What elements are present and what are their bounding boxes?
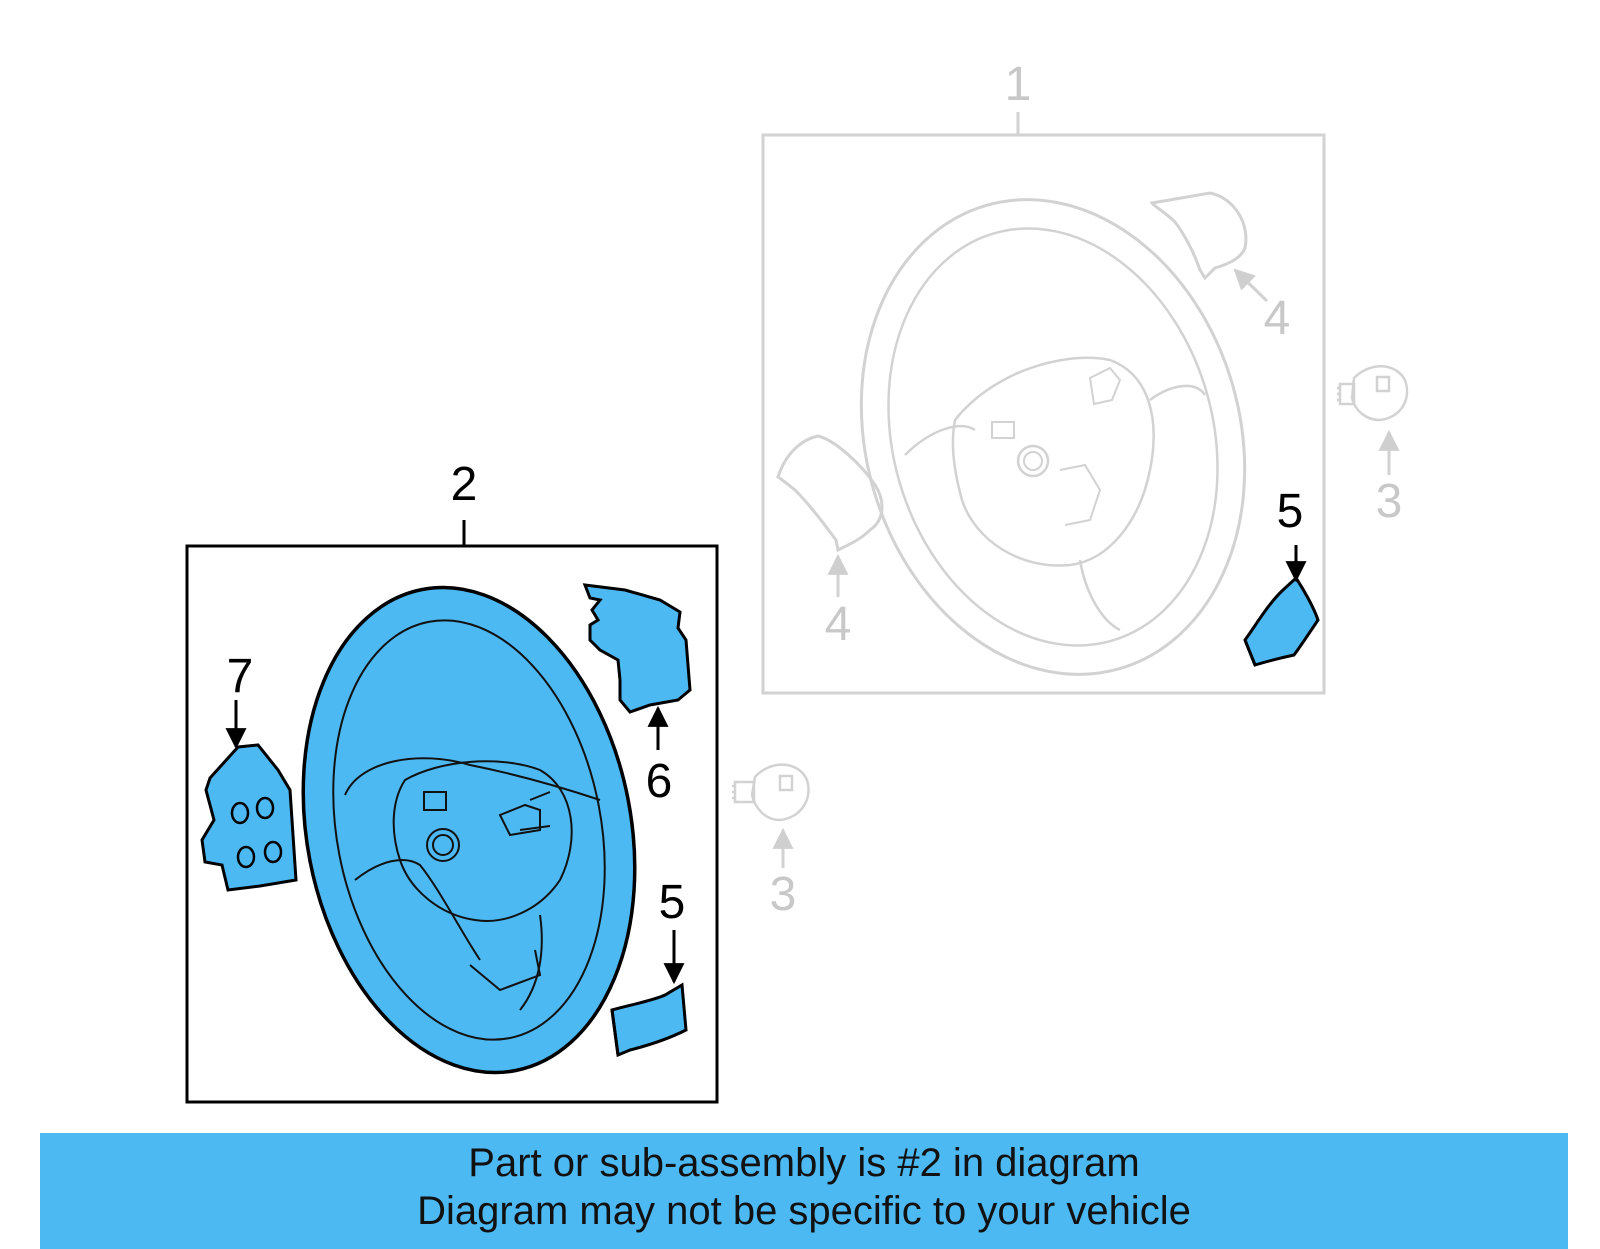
wheel-2-rim xyxy=(301,585,637,1075)
part-6 xyxy=(582,583,692,714)
callout-7: 7 xyxy=(227,650,254,703)
part-5-upper xyxy=(1243,575,1320,667)
callout-4-lower: 4 xyxy=(825,598,852,651)
assembly-2 xyxy=(185,520,719,1104)
wheel-1-rim xyxy=(859,198,1247,676)
bolt-3-middle-ghost xyxy=(732,763,810,822)
callout-3-upper: 3 xyxy=(1376,475,1403,528)
assembly-1-ghost xyxy=(732,112,1409,868)
cover-4-upper-ghost xyxy=(1149,191,1248,281)
assembly-2-frame xyxy=(185,544,719,1104)
banner-line-2: Diagram may not be specific to your vehi… xyxy=(417,1189,1191,1233)
part-7 xyxy=(200,743,298,892)
part-5-lower xyxy=(610,982,688,1058)
cover-4-lower-ghost xyxy=(776,434,884,553)
callout-3-middle: 3 xyxy=(770,868,797,921)
parts-diagram: 1 2 3 3 4 4 5 5 6 7 xyxy=(185,58,1409,1104)
wheel-1-hub xyxy=(951,356,1155,567)
callout-5-upper: 5 xyxy=(1277,485,1304,538)
assembly-1-frame xyxy=(761,133,1326,695)
callout-6: 6 xyxy=(646,755,673,808)
banner-line-1: Part or sub-assembly is #2 in diagram xyxy=(468,1141,1140,1185)
info-banner: Part or sub-assembly is #2 in diagram Di… xyxy=(40,1133,1568,1249)
callout-2: 2 xyxy=(451,458,478,511)
callout-4-upper: 4 xyxy=(1264,292,1291,345)
bolt-3-upper-ghost xyxy=(1337,365,1409,422)
callout-5-lower: 5 xyxy=(659,876,686,929)
callout-1: 1 xyxy=(1005,58,1032,111)
